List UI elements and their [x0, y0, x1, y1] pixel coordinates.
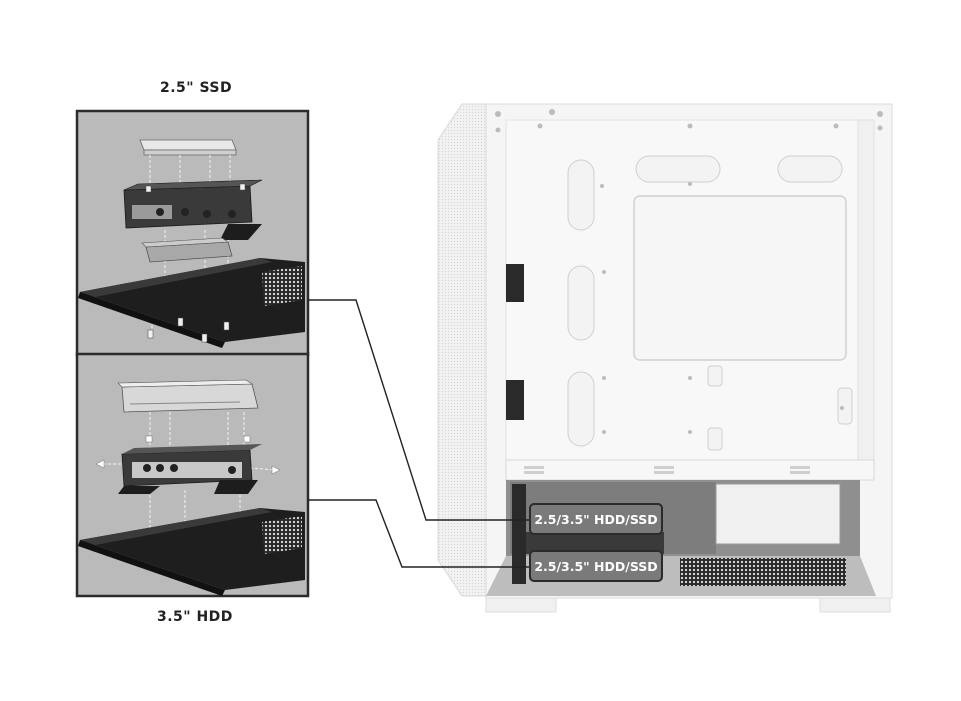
bay-label-lower: 2.5/3.5" HDD/SSD: [529, 550, 663, 582]
ssd-caption: 2.5" SSD: [160, 80, 233, 96]
hdd-bracket-illustration: [118, 444, 262, 494]
bay-label-upper-text: 2.5/3.5" HDD/SSD: [534, 512, 657, 527]
hdd-caption: 3.5" HDD: [157, 609, 233, 625]
hdd-drive-illustration: [117, 379, 259, 413]
bay-label-upper: 2.5/3.5" HDD/SSD: [529, 503, 663, 535]
callout-lines: [308, 299, 532, 568]
bay-label-lower-text: 2.5/3.5" HDD/SSD: [534, 559, 657, 574]
ssd-tray-illustration: [78, 258, 305, 348]
ssd-bracket-illustration: [123, 179, 263, 240]
pc-case-illustration: [437, 103, 893, 613]
ssd-drive-illustration: [139, 139, 237, 156]
hdd-install-panel: [75, 352, 310, 598]
ssd-install-panel: [75, 109, 310, 357]
hdd-tray-illustration: [78, 508, 305, 596]
